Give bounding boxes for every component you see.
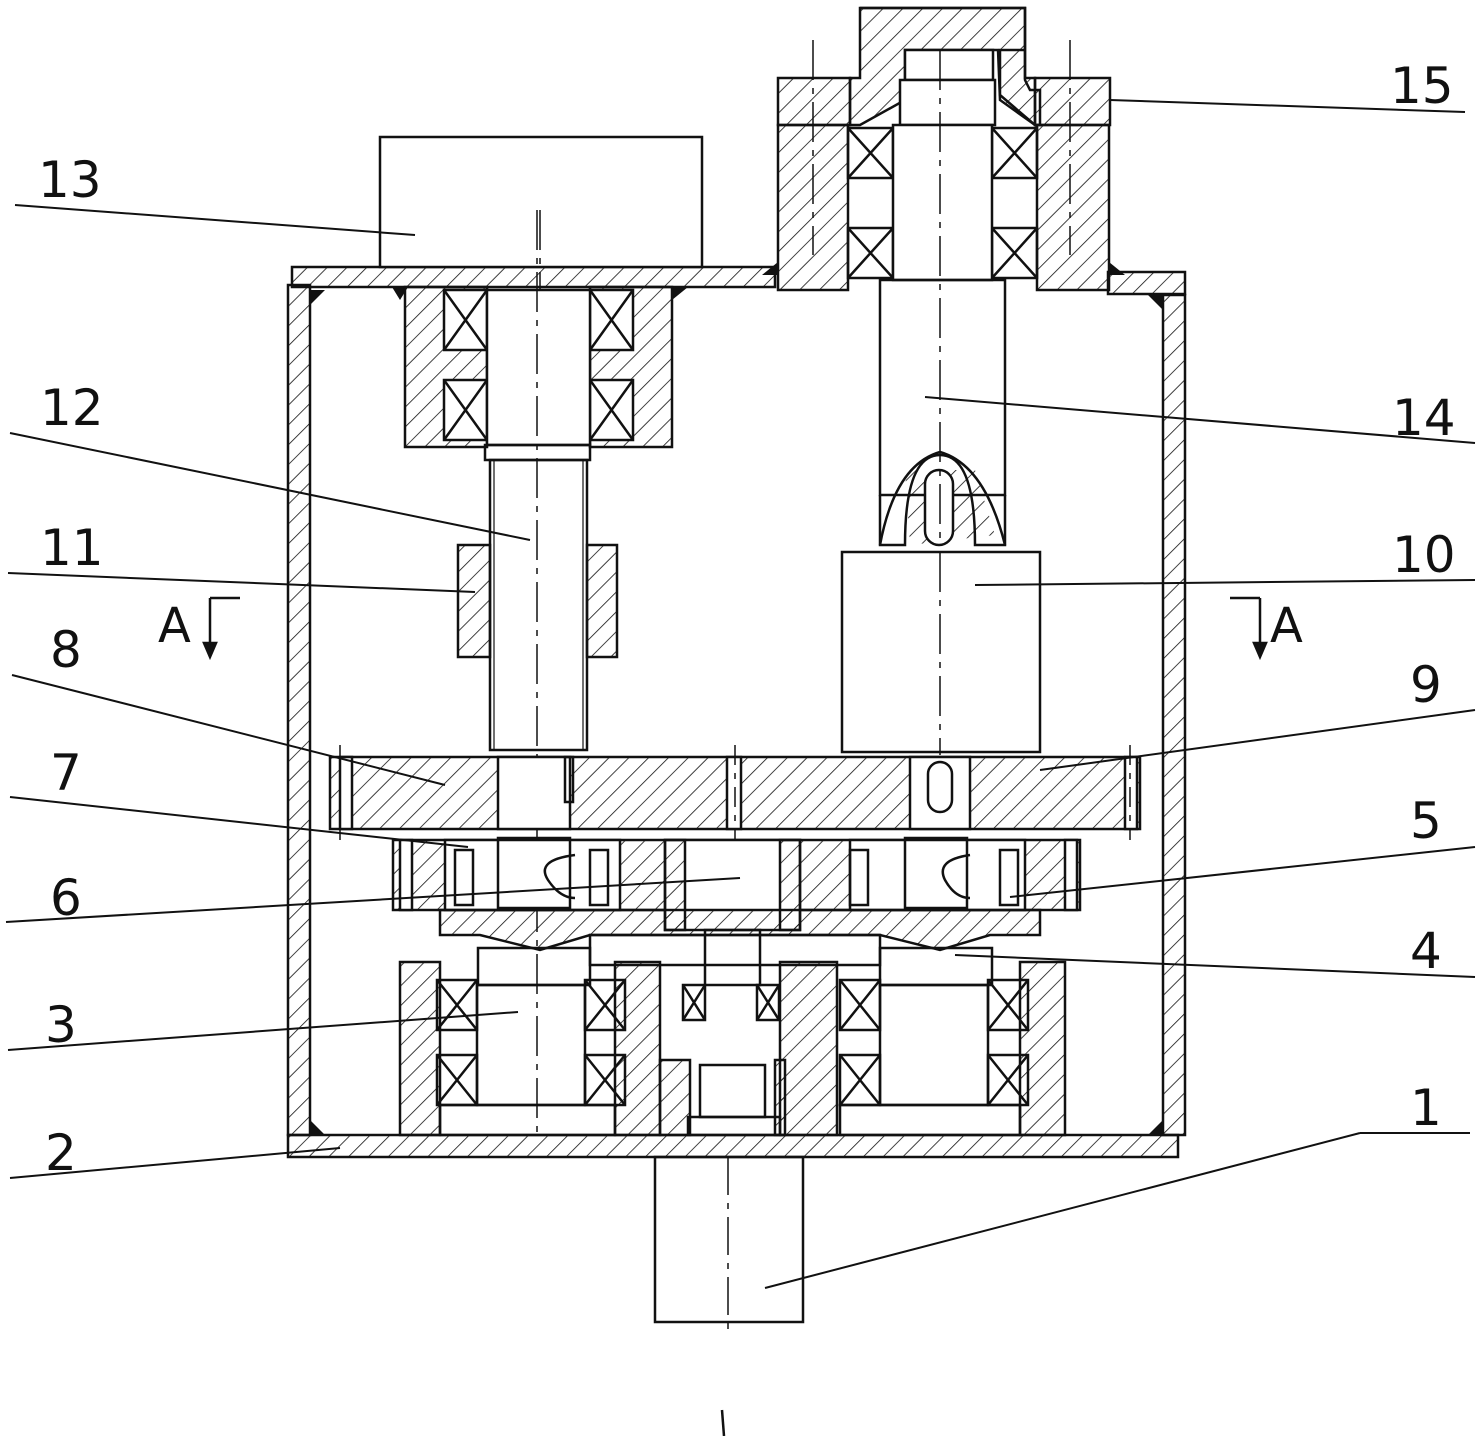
callout-4: 4 xyxy=(1410,922,1442,980)
callout-10: 10 xyxy=(1392,526,1456,584)
callout-13: 13 xyxy=(38,151,102,209)
callout-9: 9 xyxy=(1410,656,1442,714)
callout-2: 2 xyxy=(45,1124,77,1182)
input-shaft xyxy=(653,1155,805,1436)
leader-lines xyxy=(5,99,1476,1289)
gear-plate xyxy=(328,745,1142,845)
callout-5: 5 xyxy=(1410,792,1442,850)
callout-15: 15 xyxy=(1390,57,1454,115)
lower-bearing-housings xyxy=(398,960,1067,1137)
carrier xyxy=(391,836,1082,952)
motor-13-block xyxy=(378,135,704,269)
callout-1: 1 xyxy=(1410,1079,1442,1137)
shaft-12 xyxy=(456,210,619,1140)
housing xyxy=(286,265,1187,1159)
section-arrows xyxy=(202,596,1268,661)
callout-8: 8 xyxy=(50,621,82,679)
callout-labels: 13 15 12 14 11 10 8 9 7 5 6 4 3 2 1 A A xyxy=(38,57,1456,1182)
section-mark-left: A xyxy=(158,598,191,654)
callout-6: 6 xyxy=(50,869,82,927)
section-mark-right: A xyxy=(1270,598,1303,654)
callout-11: 11 xyxy=(40,519,104,577)
upper-right-housing xyxy=(762,6,1125,292)
callout-14: 14 xyxy=(1392,389,1456,447)
callout-12: 12 xyxy=(40,379,104,437)
callout-7: 7 xyxy=(50,744,82,802)
sun-hub xyxy=(476,928,994,987)
output-shaft xyxy=(878,50,1007,547)
callout-3: 3 xyxy=(45,996,77,1054)
motor-block xyxy=(840,550,1042,754)
bearings xyxy=(403,126,1039,1107)
